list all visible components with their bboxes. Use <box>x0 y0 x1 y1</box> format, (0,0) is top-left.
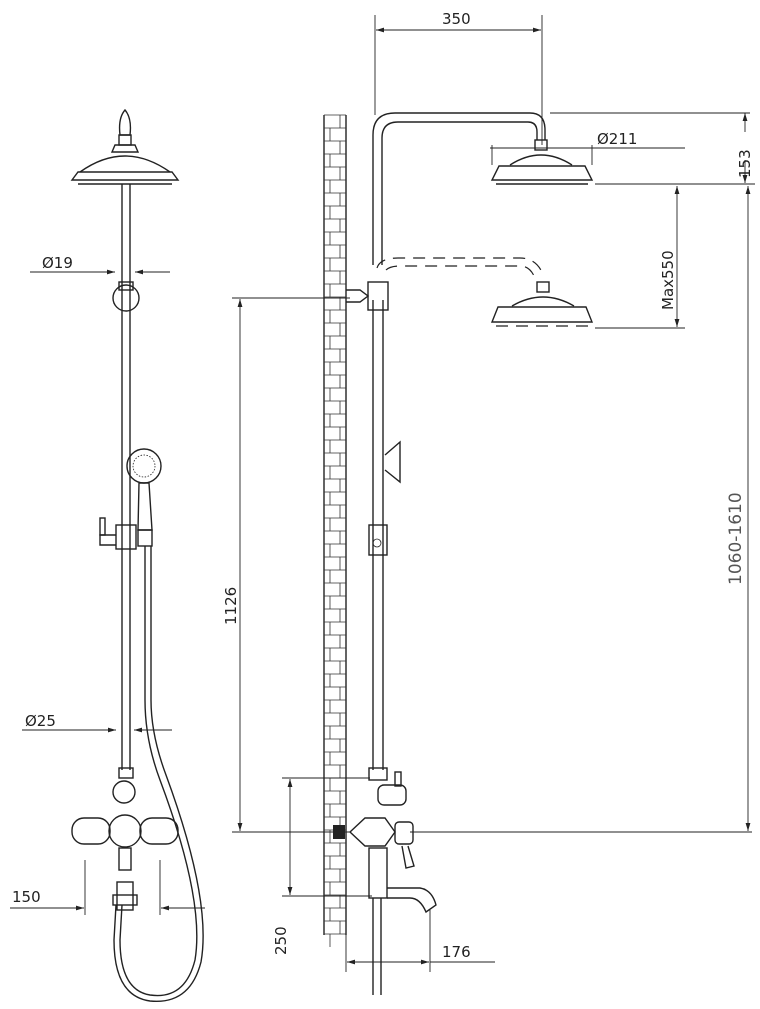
rain-shower-head-lowered <box>490 281 594 327</box>
mixer-side <box>333 767 437 995</box>
brick-wall <box>323 114 347 947</box>
spout-projection-label: 176 <box>442 943 471 961</box>
rail-diameter-label: Ø19 <box>42 254 73 272</box>
height-range-label: 1060-1610 <box>726 492 746 585</box>
rain-shower-head-side <box>490 139 594 185</box>
riser-pipe-front <box>99 184 140 770</box>
bracket-height-label: 1126 <box>222 587 240 625</box>
riser-pipe-side <box>346 281 401 770</box>
mixer-centers-label: 150 <box>12 888 41 906</box>
rain-shower-head-front <box>70 108 180 185</box>
spout-height-label: 250 <box>272 926 290 955</box>
head-height-label: 153 <box>736 149 754 178</box>
side-view: 350 Ø211 153 Max550 1060-1610 1126 250 <box>222 10 755 995</box>
front-dimensions: Ø19 Ø25 150 <box>10 254 205 915</box>
max-adjust-label: Max550 <box>659 250 677 310</box>
head-diameter-label: Ø211 <box>597 130 637 148</box>
shower-arm-side <box>372 112 546 279</box>
side-dimensions: 350 Ø211 153 Max550 1060-1610 1126 250 <box>222 10 755 972</box>
pipe-diameter-label: Ø25 <box>25 712 56 730</box>
front-view: Ø19 Ø25 150 <box>10 108 205 1003</box>
hand-shower-front <box>113 448 204 1003</box>
mixer-front <box>71 767 179 911</box>
arm-length-label: 350 <box>442 10 471 28</box>
